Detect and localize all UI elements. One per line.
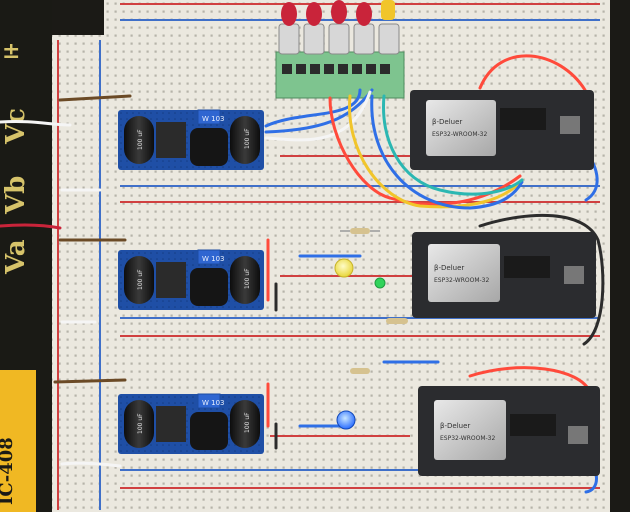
buck1-pot-label: W 103: [202, 115, 225, 123]
mcu2-shield-brand: β-Deluer: [434, 264, 464, 272]
top-mark-text: ±: [2, 38, 20, 64]
buck2-cap-right-text: 100 uF: [244, 268, 251, 289]
label-vb: Vb: [1, 176, 31, 215]
mcu1-shield-brand: β-Deluer: [432, 118, 462, 126]
mcu3-shield-model: ESP32-WROOM-32: [440, 435, 495, 442]
mcu-board-1: β-Deluer ESP32-WROOM-32: [410, 90, 594, 170]
buck-converter-3: W 103 100 uF 100 uF: [118, 393, 264, 454]
buck1-cap-left-text: 100 uF: [137, 129, 144, 150]
buck3-cap-right-text: 100 uF: [244, 412, 251, 433]
mcu3-shield-brand: β-Deluer: [440, 422, 470, 430]
side-plate-text: IC-408: [0, 437, 17, 505]
buck3-cap-left-text: 100 uF: [137, 413, 144, 434]
buck3-pot-label: W 103: [202, 399, 225, 407]
switch-block: [275, 0, 405, 99]
leds: [334, 258, 386, 430]
mcu1-shield-model: ESP32-WROOM-32: [432, 131, 487, 138]
buck2-cap-left-text: 100 uF: [137, 269, 144, 290]
mcu-board-3: β-Deluer ESP32-WROOM-32: [418, 386, 600, 476]
right-dark-edge: [610, 0, 630, 512]
left-breadboard-holes: [52, 35, 104, 512]
resistors: [340, 228, 408, 374]
label-vc: Vc: [1, 108, 31, 145]
buck1-cap-right-text: 100 uF: [244, 128, 251, 149]
mcu-board-2: β-Deluer ESP32-WROOM-32: [412, 232, 596, 318]
side-plate: [0, 370, 36, 512]
buck-converter-1: W 103 100 uF 100 uF: [118, 109, 264, 170]
buck2-pot-label: W 103: [202, 255, 225, 263]
label-va: Va: [1, 239, 31, 275]
buck-converter-2: W 103 100 uF 100 uF: [118, 249, 264, 310]
mcu2-shield-model: ESP32-WROOM-32: [434, 277, 489, 284]
